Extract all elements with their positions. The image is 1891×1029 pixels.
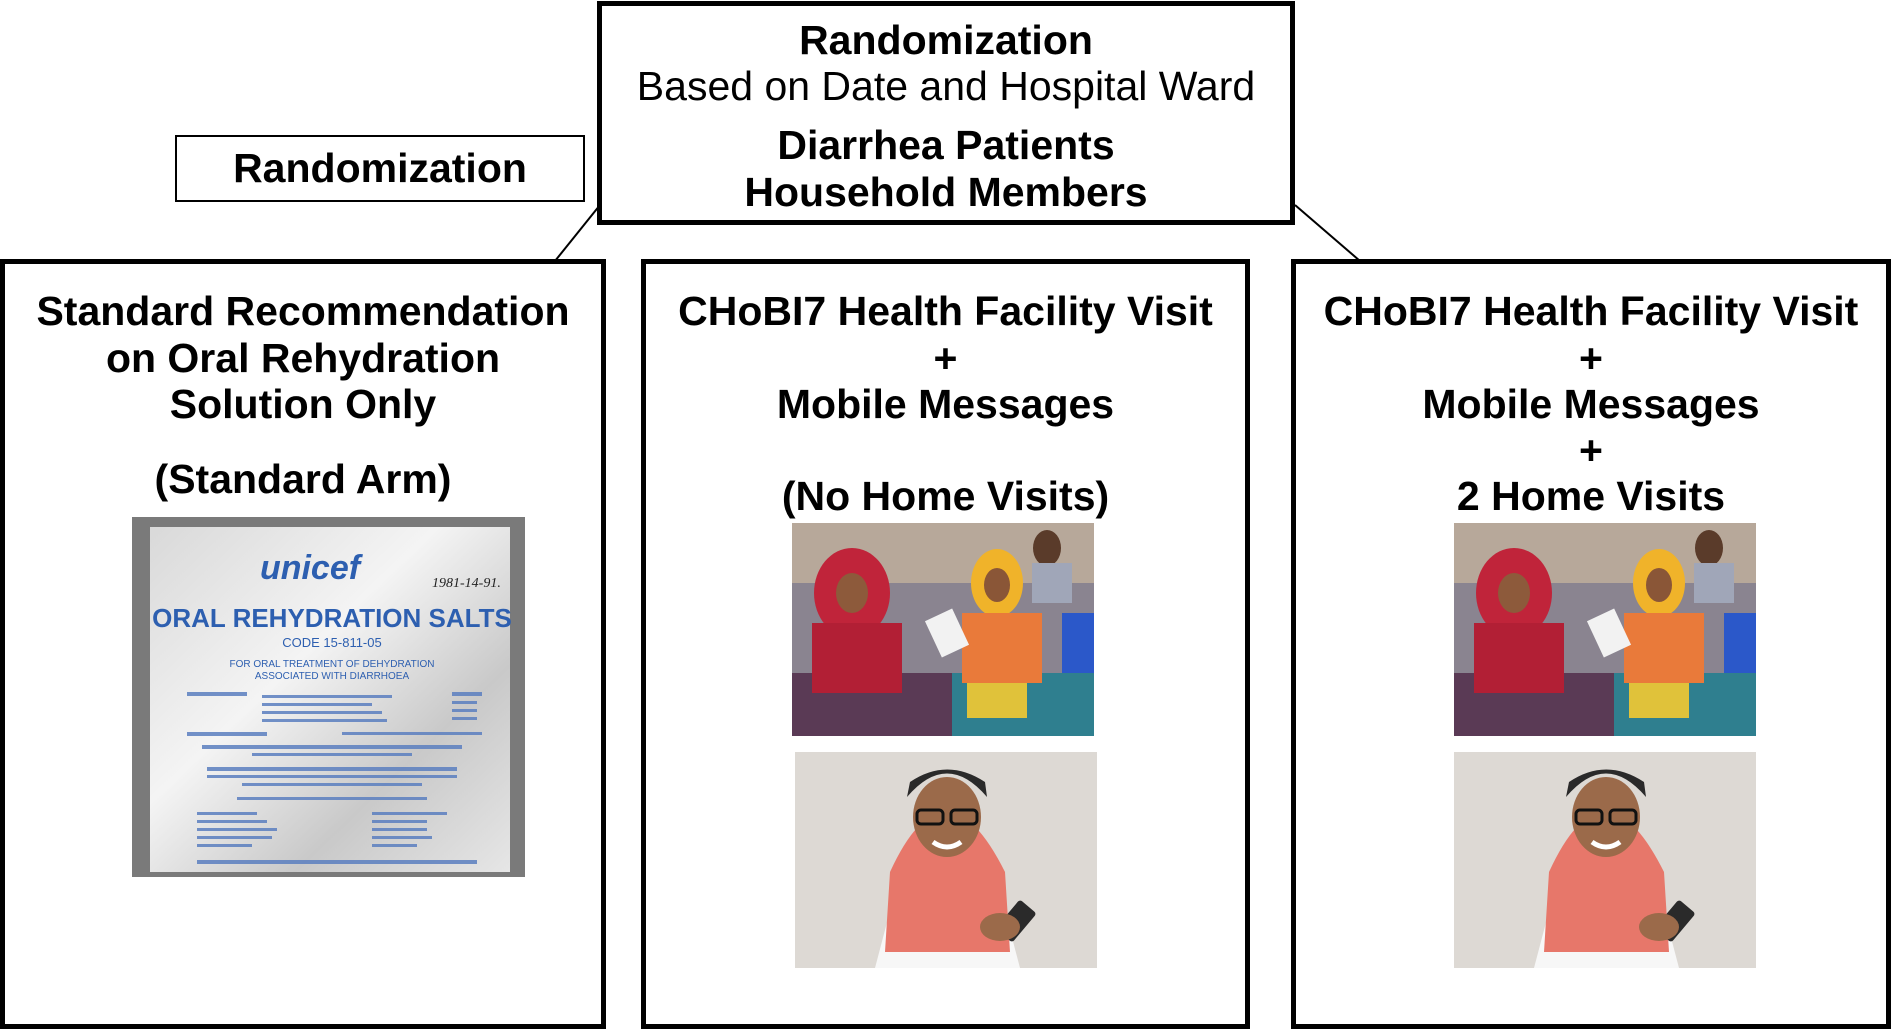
arm3-line2: + (1579, 335, 1603, 381)
randomization-subtitle: Based on Date and Hospital Ward (636, 63, 1256, 109)
sachet-purpose-2: ASSOCIATED WITH DIARRHOEA (255, 671, 410, 682)
arm1-line4: (Standard Arm) (154, 456, 452, 502)
arm1-line1: Standard Recommendation (36, 288, 570, 334)
arm2-line4: (No Home Visits) (781, 473, 1110, 519)
randomization-box: Randomization Based on Date and Hospital… (597, 1, 1295, 225)
arm-no-home-visits: CHoBI7 Health Facility Visit + Mobile Me… (641, 259, 1250, 1029)
arm3-line4: + (1579, 427, 1603, 473)
arm-standard: Standard Recommendation on Oral Rehydrat… (0, 259, 606, 1029)
sachet-handwritten-date: 1981-14-91. (432, 576, 501, 591)
arm2-line2: + (933, 335, 958, 381)
health-worker-with-phone-photo (795, 752, 1097, 968)
population-line-1: Diarrhea Patients (777, 122, 1115, 168)
arm3-line1: CHoBI7 Health Facility Visit (1323, 288, 1859, 334)
sachet-brand: unicef (260, 549, 364, 587)
sachet-purpose-1: FOR ORAL TREATMENT OF DEHYDRATION (229, 659, 434, 670)
side-label-text: Randomization (233, 145, 527, 191)
arm-two-home-visits: CHoBI7 Health Facility Visit + Mobile Me… (1291, 259, 1891, 1029)
sachet-code: CODE 15-811-05 (282, 635, 381, 650)
connector-left (554, 204, 601, 262)
population-line-2: Household Members (744, 169, 1148, 215)
arm2-line1: CHoBI7 Health Facility Visit (678, 288, 1213, 334)
arm3-line5: 2 Home Visits (1456, 473, 1726, 519)
randomization-side-label: Randomization (175, 135, 585, 202)
arm3-line3: Mobile Messages (1422, 381, 1760, 427)
health-worker-with-phone-photo (1454, 752, 1756, 968)
randomization-title: Randomization (799, 17, 1093, 63)
arm1-line2: on Oral Rehydration (105, 335, 501, 381)
connector-right (1294, 204, 1361, 262)
ors-sachet-photo: unicef ORAL REHYDRATION SALTS CODE 15-81… (132, 517, 525, 877)
sachet-product: ORAL REHYDRATION SALTS (152, 603, 512, 633)
hospital-ward-photo (1454, 523, 1756, 736)
arm1-line3: Solution Only (169, 381, 437, 427)
hospital-ward-photo (792, 523, 1094, 736)
arm2-line3: Mobile Messages (776, 381, 1115, 427)
